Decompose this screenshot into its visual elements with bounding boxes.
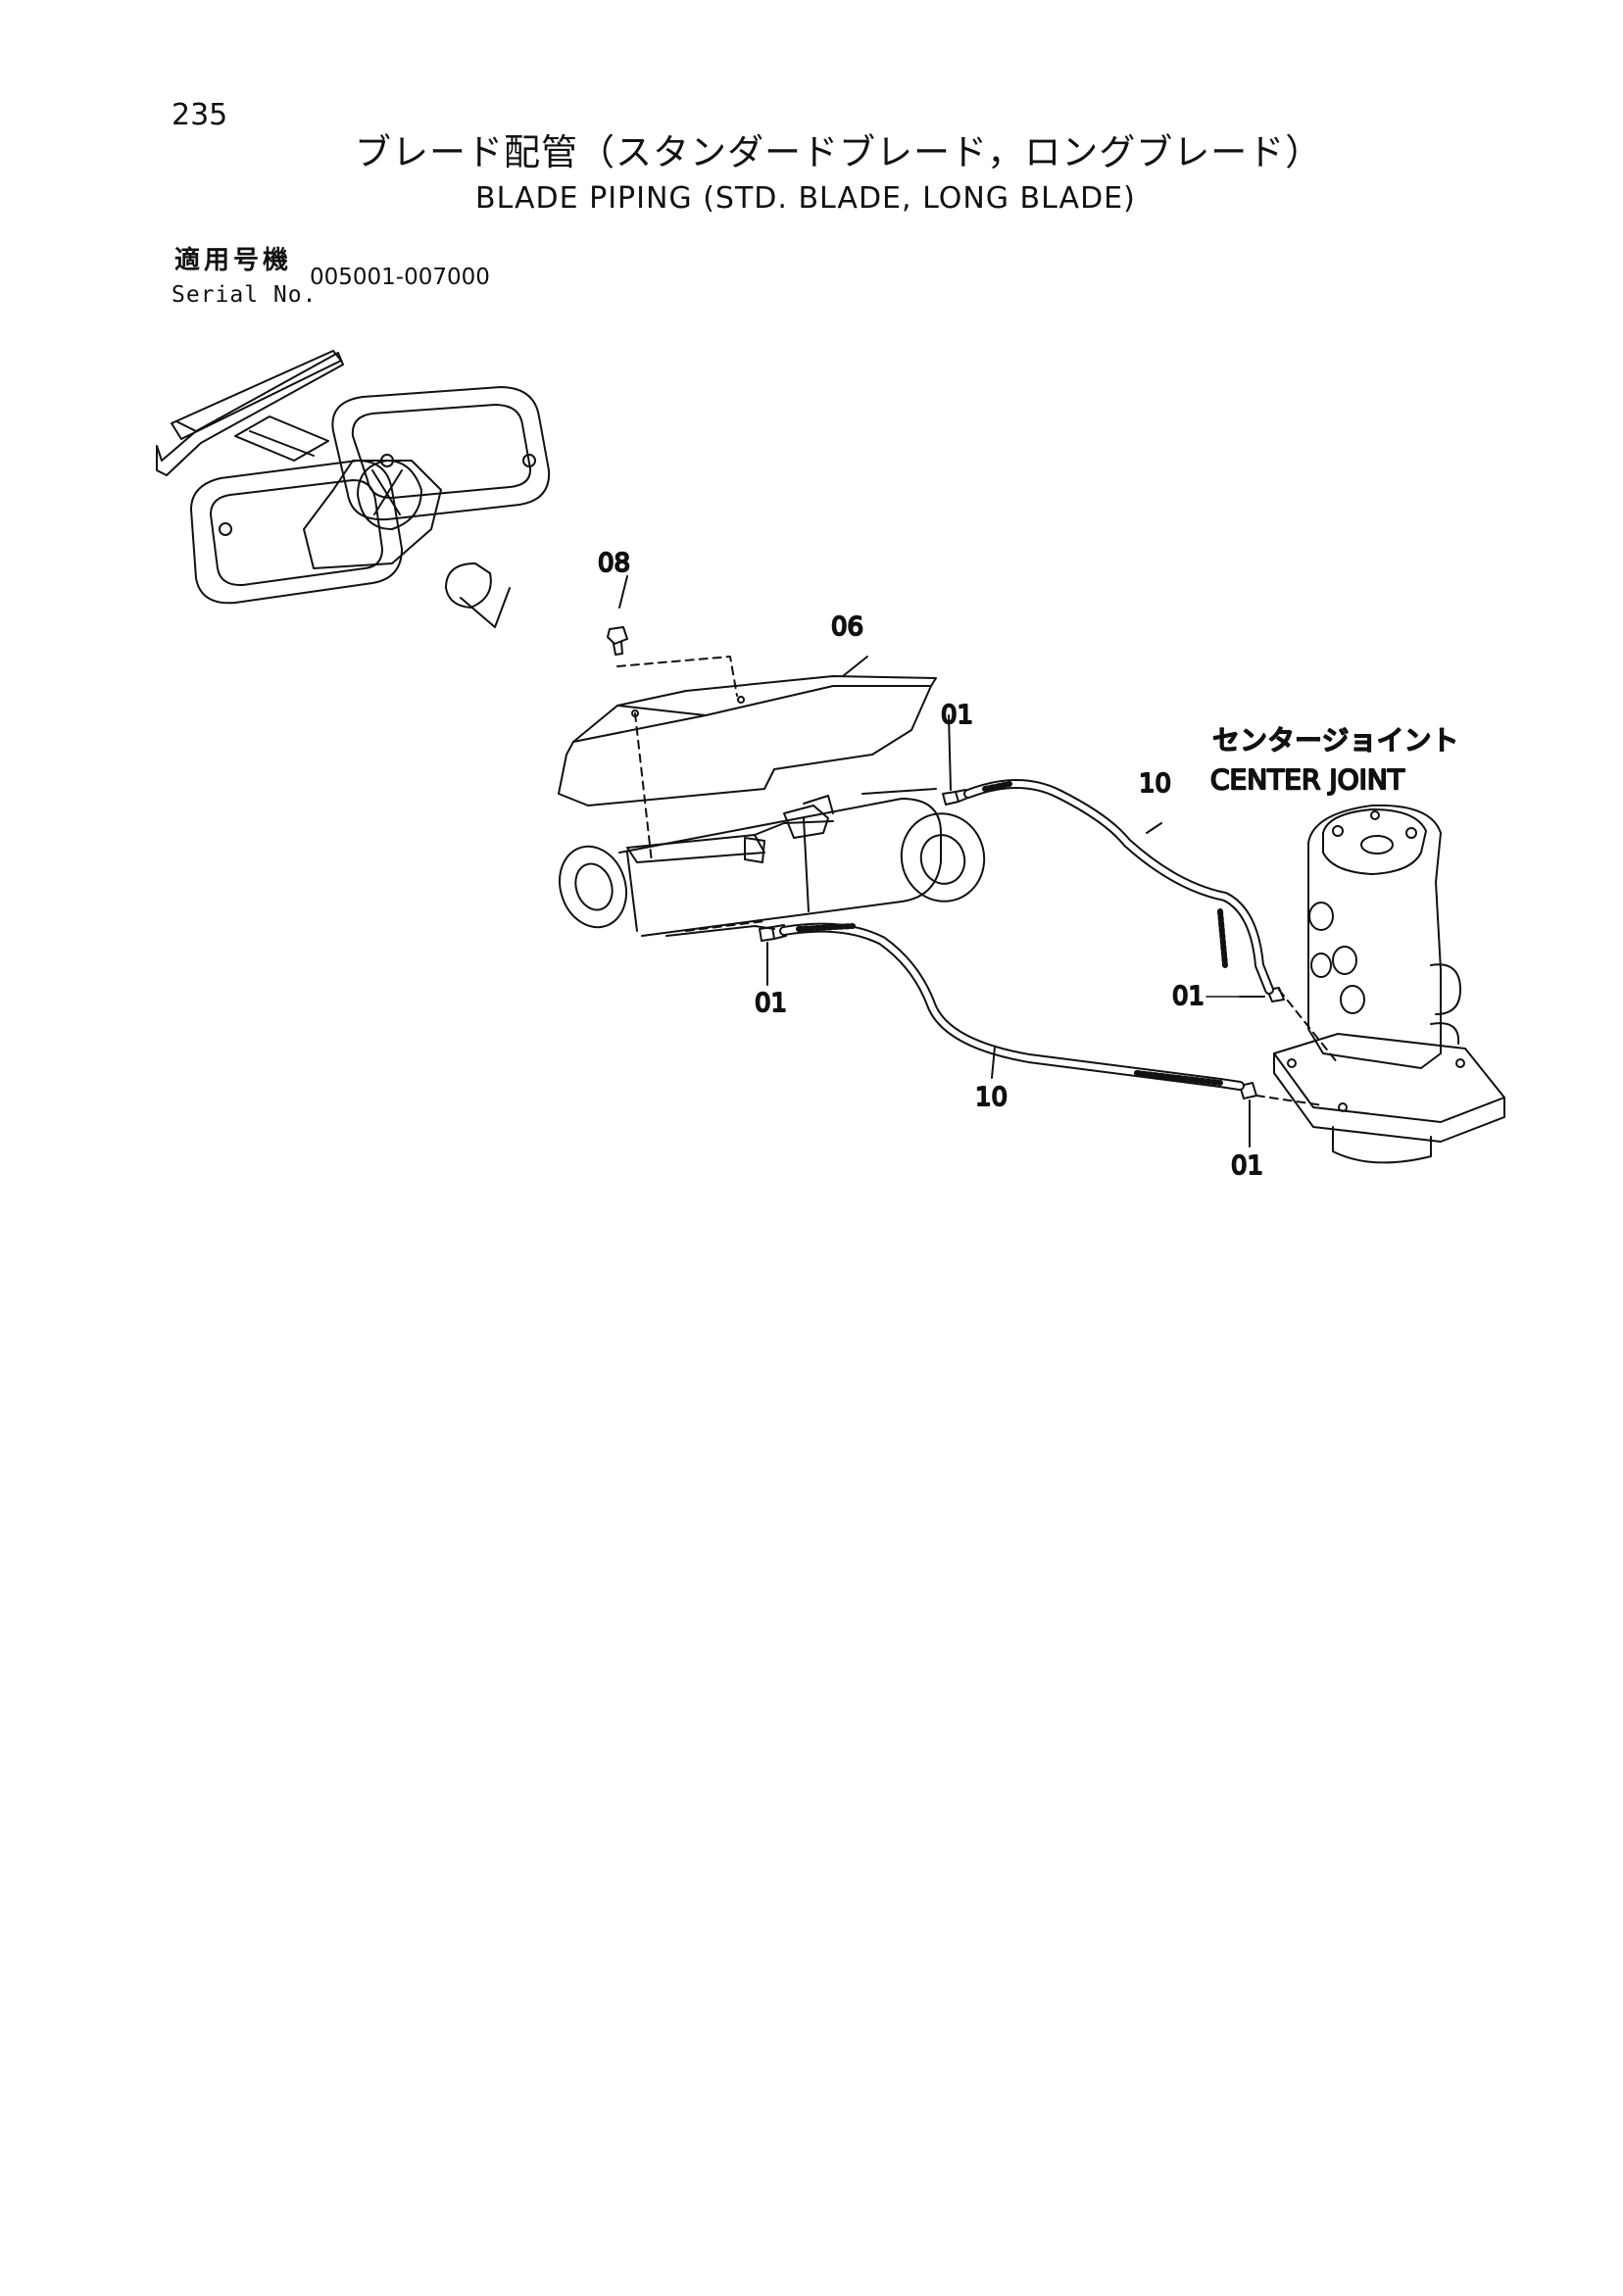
- page-title-english: BLADE PIPING (STD. BLADE, LONG BLADE): [475, 181, 1136, 216]
- callout-part-01-top: 01: [941, 701, 973, 730]
- undercarriage-overview-illustration: [156, 350, 551, 628]
- callout-part-01-bottom: 01: [1231, 1151, 1263, 1181]
- adapter-fittings-part-01: [759, 714, 1285, 1148]
- serial-label-japanese: 適用号機: [174, 246, 293, 275]
- page-title-japanese: ブレード配管（スタンダードブレード，ロングブレード）: [355, 131, 1323, 173]
- serial-range: 005001-007000: [310, 265, 490, 290]
- callout-part-06: 06: [831, 612, 863, 642]
- cover-plate-part-06: [558, 656, 937, 863]
- page-number: 235: [172, 98, 228, 132]
- serial-label-english: Serial No.: [172, 282, 318, 308]
- blade-cylinder-illustration: [559, 788, 986, 937]
- bolt-part-08: [607, 575, 628, 656]
- callout-part-10-bottom: 10: [975, 1083, 1008, 1112]
- callout-part-01-left: 01: [755, 989, 787, 1018]
- hose-part-10-lower: [779, 922, 1245, 1091]
- center-joint-label-japanese: センタージョイント: [1212, 724, 1458, 757]
- callout-part-10-top: 10: [1139, 769, 1171, 799]
- center-joint-label-english: CENTER JOINT: [1210, 763, 1405, 796]
- center-joint-illustration: [1255, 804, 1505, 1164]
- hose-part-10-upper: [963, 779, 1274, 995]
- callout-part-08: 08: [598, 549, 630, 578]
- callout-part-01-right: 01: [1172, 982, 1205, 1011]
